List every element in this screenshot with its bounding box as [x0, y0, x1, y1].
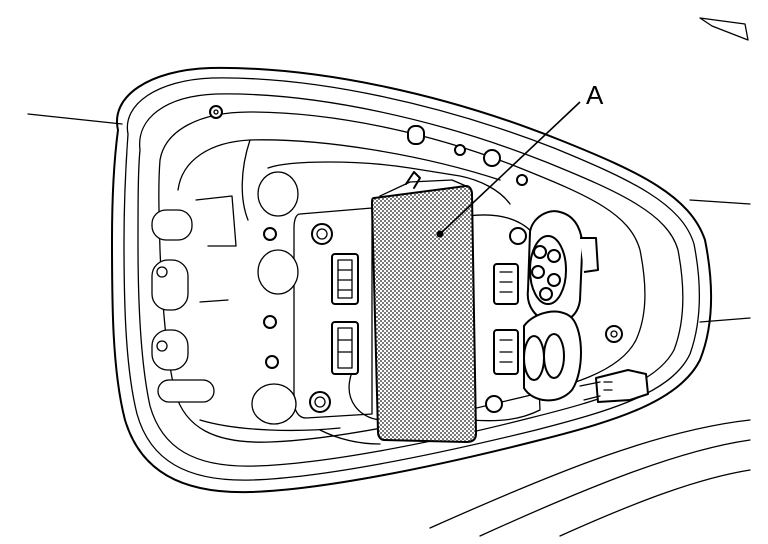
harness-connector: [579, 369, 649, 403]
callout-label-a: A: [586, 80, 604, 110]
charge-inlet-upper: [526, 210, 599, 324]
mounting-holes: [209, 105, 623, 343]
protective-cover-a: [371, 171, 477, 443]
charge-inlet-lower: [523, 310, 582, 402]
body-panel-lines: [27, 17, 751, 537]
connector-blocks: [331, 253, 519, 375]
left-bracket-cutouts: [151, 195, 237, 403]
callout-leader-a: [439, 101, 581, 235]
